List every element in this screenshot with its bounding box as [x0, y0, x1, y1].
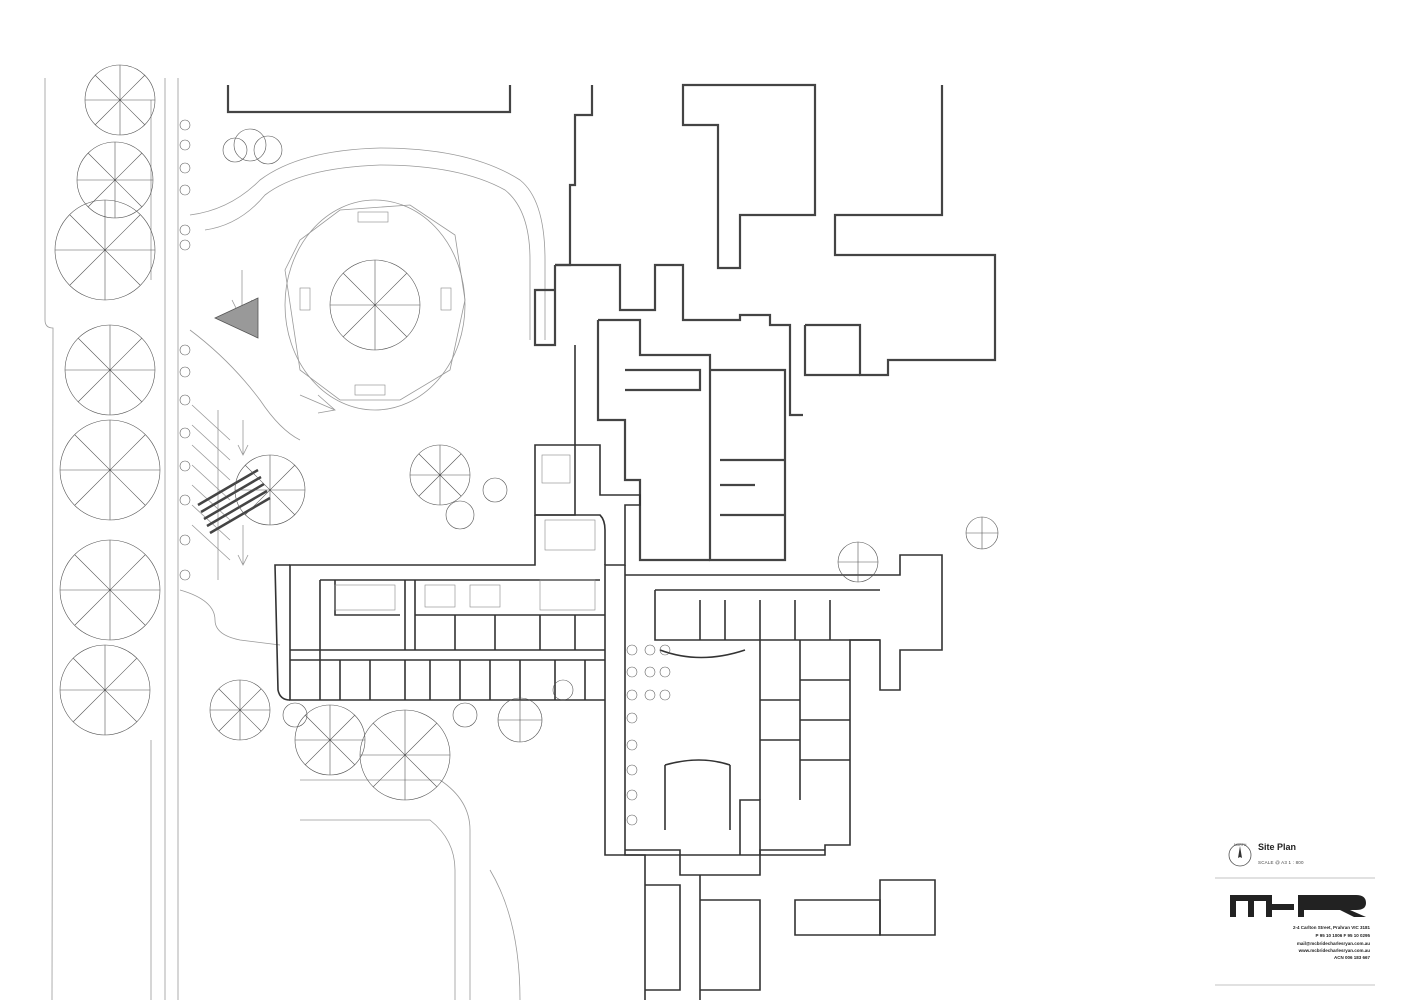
website-line: www.mcbridecharlesryan.com.au	[1298, 948, 1370, 953]
entry-triangle-icon	[214, 297, 259, 339]
acn-line: ACN 006 183 667	[1333, 955, 1370, 960]
title-block-graphics	[1215, 843, 1375, 986]
crosswalk	[197, 468, 271, 535]
streetscape	[44, 78, 546, 1000]
main-building	[274, 345, 943, 1000]
phone-fax-line: P 95 10 1006 F 95 10 0295	[1315, 933, 1370, 938]
logo-icon	[1230, 895, 1366, 917]
furniture	[299, 211, 596, 611]
existing-buildings	[226, 83, 997, 562]
north-arrow-icon	[1228, 843, 1252, 867]
north-label: NORTH	[1234, 843, 1247, 847]
email-line: mail@mcbridecharlesryan.com.au	[1296, 941, 1370, 946]
trees	[54, 64, 999, 801]
drawing-scale: SCALE @ A3 1 : 800	[1258, 860, 1304, 865]
tree-icon	[84, 64, 156, 136]
street-trees	[179, 119, 671, 826]
drawing-title: Site Plan	[1258, 842, 1297, 852]
address-line: 2-4 Carlton Street, Prahran VIC 3181	[1292, 925, 1370, 930]
